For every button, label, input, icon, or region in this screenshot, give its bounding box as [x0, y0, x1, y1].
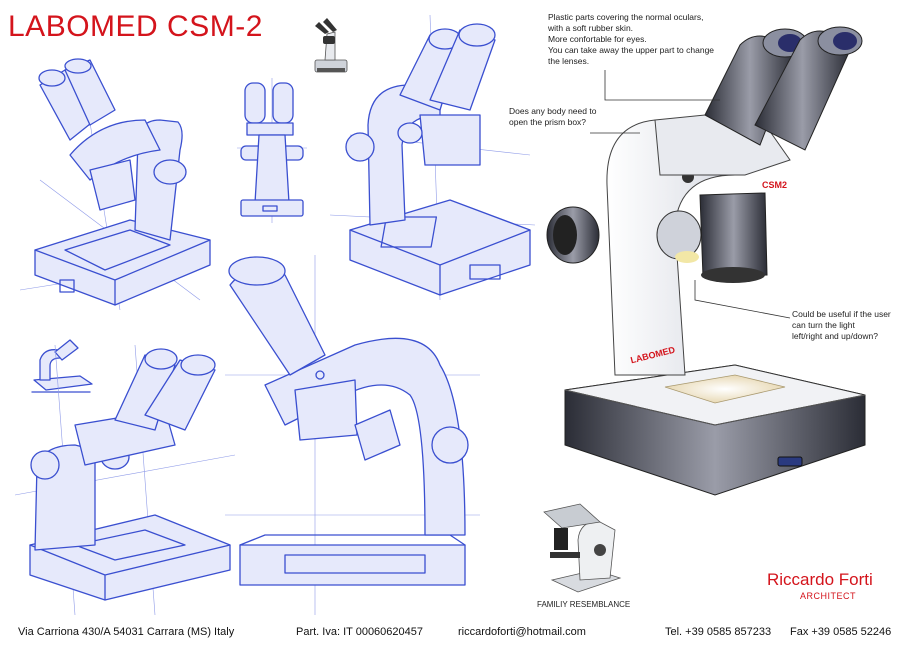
page-title: LABOMED CSM-2 [8, 10, 263, 43]
reference-microscope-thumbnail [314, 18, 348, 73]
model-label: CSM2 [762, 180, 788, 190]
sketch-microscope-3-4-view [19, 58, 211, 311]
footer-address: Via Carriona 430/A 54031 Carrara (MS) It… [18, 626, 235, 638]
note-prism-box: Does any body need to open the prism box… [509, 106, 597, 127]
sketch-microscope-perspective [14, 344, 236, 616]
note-oculars: Plastic parts covering the normal ocular… [548, 12, 715, 66]
footer-fax: Fax +39 0585 52246 [790, 626, 892, 638]
footer-email: riccardoforti@hotmail.com [458, 626, 586, 638]
sketch-microscope-thumbnail [31, 339, 93, 393]
family-resemblance-photo [543, 503, 622, 593]
sketch-microscope-side-profile [225, 255, 480, 615]
note-light: Could be useful if the user can turn the… [792, 309, 891, 341]
family-resemblance-caption: FAMILIY RESEMBLANCE [537, 600, 631, 609]
sketch-microscope-side-view [329, 14, 536, 301]
designer-name: Riccardo Forti [767, 570, 873, 589]
rendered-microscope [546, 26, 866, 496]
sketch-microscope-front-view [237, 78, 307, 223]
designer-role: ARCHITECT [800, 591, 856, 601]
footer-phone: Tel. +39 0585 857233 [665, 626, 772, 638]
footer-vat: Part. Iva: IT 00060620457 [296, 626, 423, 638]
